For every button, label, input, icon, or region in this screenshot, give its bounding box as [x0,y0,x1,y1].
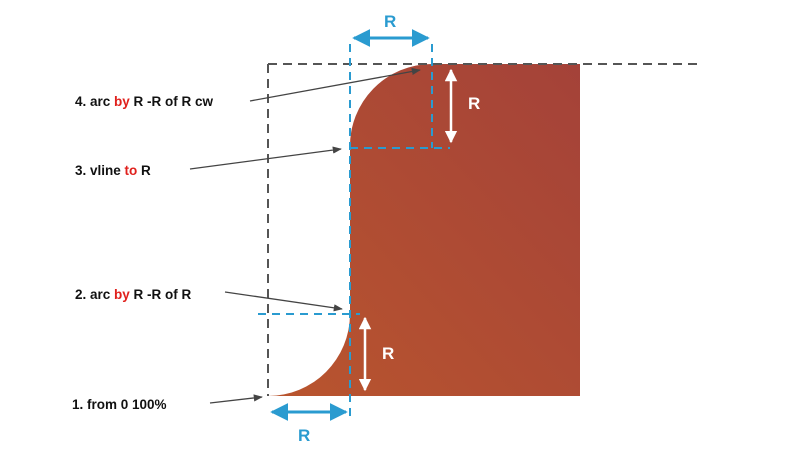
pointer-step1 [209,394,263,404]
annotation-step2: 2. arc by R -R of R [75,287,192,302]
annotation-step4: 4. arc by R -R of R cw [75,94,214,109]
pointer-step4 [249,67,421,102]
annotation-step3: 3. vline to R [75,163,151,178]
top-r-label: R [384,12,396,31]
bottom-r-label: R [298,426,310,445]
radius-guides [258,44,450,418]
pointer-step3 [189,146,342,170]
watermark: 掘金技术社区 @ 苏武难飞 [503,417,724,439]
annotation-step1: 1. from 0 100% [72,397,167,412]
tab-shape [268,64,580,396]
pointer-step2 [224,291,343,312]
lower-right-r-label: R [382,344,394,363]
bounding-guides [267,63,700,396]
upper-right-r-label: R [468,94,480,113]
